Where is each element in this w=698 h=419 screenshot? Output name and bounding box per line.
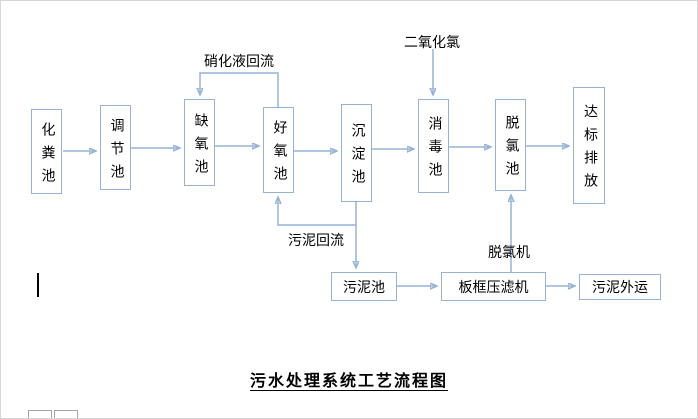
text-cursor — [37, 273, 39, 297]
process-box-disinfection-tank: 消毒池 — [418, 99, 449, 193]
process-box-discharge: 达标排放 — [573, 87, 605, 204]
process-box-filter-press: 板框压滤机 — [441, 272, 546, 301]
arrow-sludge-reflux — [278, 198, 357, 226]
process-box-dechlorination-tank: 脱氯池 — [495, 99, 526, 191]
diagram-title: 污水处理系统工艺流程图 — [249, 373, 448, 390]
page-bottom-artifact — [28, 410, 52, 418]
process-box-regulating-tank: 调节池 — [100, 105, 131, 190]
process-box-sludge-tank: 污泥池 — [331, 272, 397, 301]
label-chlorine-dioxide: 二氧化氯 — [404, 36, 460, 51]
process-box-aerobic-tank: 好氧池 — [263, 107, 294, 193]
process-box-septic-tank: 化粪池 — [31, 109, 62, 194]
label-dechlorinator: 脱氯机 — [488, 246, 530, 261]
process-box-sedimentation-tank: 沉淀池 — [341, 104, 372, 202]
label-nitrification-reflux: 硝化液回流 — [204, 55, 274, 70]
process-box-anoxic-tank: 缺氧池 — [184, 99, 215, 186]
page-bottom-artifact — [54, 410, 78, 418]
label-sludge-reflux: 污泥回流 — [288, 234, 344, 249]
process-box-sludge-transport: 污泥外运 — [579, 274, 661, 300]
